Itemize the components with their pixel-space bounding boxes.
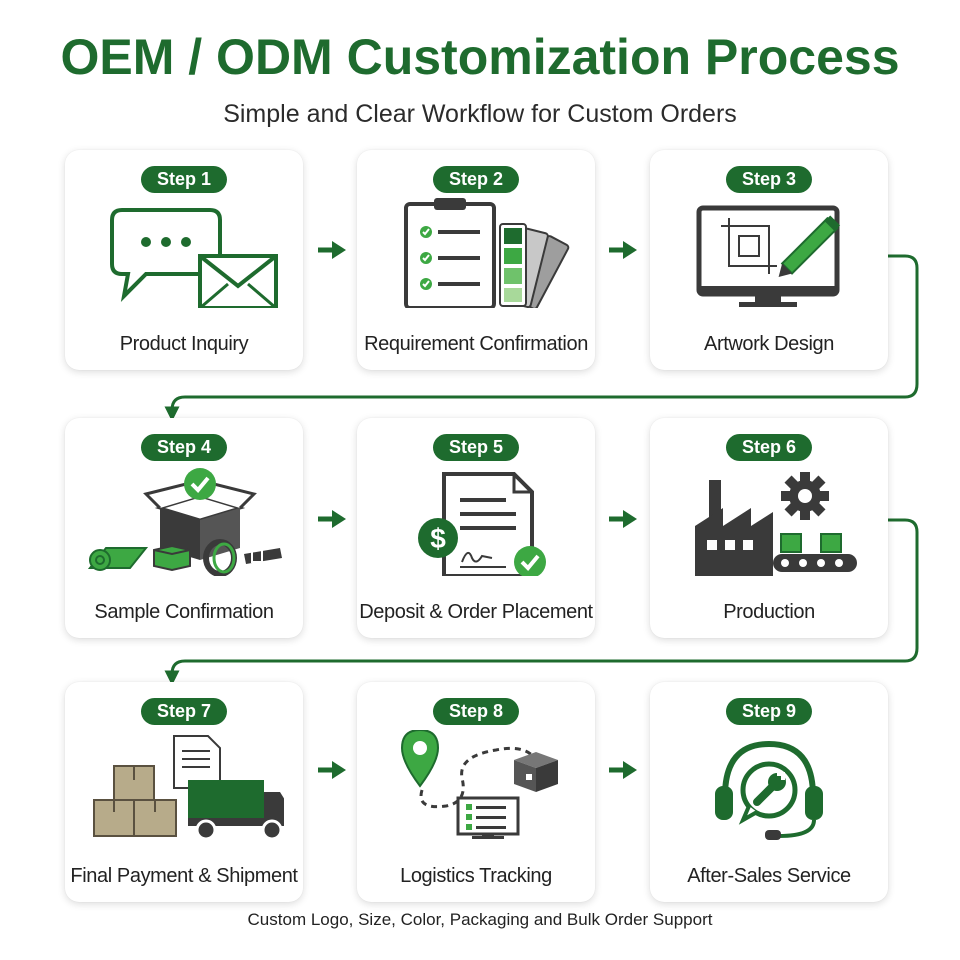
- step-badge: Step 1: [140, 166, 228, 193]
- arrow-right-icon: [609, 241, 637, 259]
- step-label: Requirement Confirmation: [364, 333, 588, 355]
- svg-text:$: $: [430, 523, 446, 554]
- step-card-5: Step 5 $ Deposit & Order Placement: [357, 418, 595, 638]
- step-badge: Step 6: [725, 434, 813, 461]
- step-badge: Step 8: [432, 698, 520, 725]
- step-card-6: Step 6 Production: [650, 418, 888, 638]
- step-card-8: Step 8 Logistics Tracking: [357, 682, 595, 902]
- step-label: After-Sales Service: [687, 865, 851, 887]
- step-label: Final Payment & Shipment: [70, 865, 298, 887]
- connector-row1-to-row2: [164, 254, 919, 422]
- step-label: Production: [723, 601, 815, 623]
- arrow-right-icon: [609, 761, 637, 779]
- truck-boxes-icon: [93, 735, 284, 840]
- page-title: OEM / ODM Customization Process: [60, 29, 900, 85]
- step-label: Product Inquiry: [119, 333, 249, 355]
- step-badge: Step 4: [140, 434, 228, 461]
- map-pin-route-icon: [400, 730, 558, 839]
- step-label: Deposit & Order Placement: [359, 601, 593, 623]
- factory-gear-icon: [695, 472, 857, 576]
- step-card-1: Step 1 Product Inquiry: [65, 150, 303, 370]
- step-card-4: Step 4 Sample Confirmation: [65, 418, 303, 638]
- step-label: Logistics Tracking: [400, 865, 552, 887]
- step-badge: Step 9: [725, 698, 813, 725]
- arrow-right-icon: [318, 761, 346, 779]
- step-card-3: Step 3 Artwork Design: [650, 150, 888, 370]
- footer-note: Custom Logo, Size, Color, Packaging and …: [247, 910, 713, 929]
- arrow-right-icon: [609, 510, 637, 528]
- step-label: Sample Confirmation: [94, 601, 274, 623]
- checklist-swatch-icon: [404, 198, 570, 308]
- sample-box-icon: [87, 468, 282, 576]
- arrow-right-icon: [318, 510, 346, 528]
- step-badge: Step 3: [725, 166, 813, 193]
- step-label: Artwork Design: [704, 333, 834, 355]
- step-card-2: Step 2 Requirement Confirmation: [357, 150, 595, 370]
- step-badge: Step 7: [140, 698, 228, 725]
- step-badge: Step 5: [432, 434, 520, 461]
- page-subtitle: Simple and Clear Workflow for Custom Ord…: [223, 100, 737, 128]
- contract-dollar-icon: $: [418, 472, 546, 576]
- monitor-pencil-icon: [696, 205, 841, 307]
- arrow-right-icon: [318, 241, 346, 259]
- headset-wrench-icon: [715, 740, 823, 840]
- step-card-7: Step 7 Final Payment & Shipment: [65, 682, 303, 902]
- step-badge: Step 2: [432, 166, 520, 193]
- connector-row2-to-row3: [164, 518, 919, 686]
- chat-envelope-icon: [110, 208, 278, 308]
- step-card-9: Step 9 After-Sales Service: [650, 682, 888, 902]
